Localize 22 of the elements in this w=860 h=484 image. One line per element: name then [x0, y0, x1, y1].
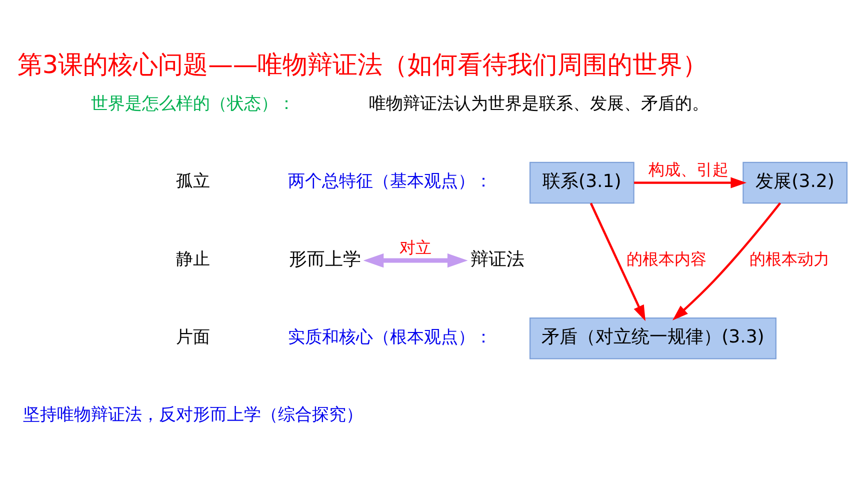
- arrow: [362, 252, 468, 268]
- label: 世界是怎么样的（状态）：: [90, 92, 294, 112]
- arrow: [589, 202, 645, 321]
- arrow: [634, 176, 746, 188]
- arrow: [672, 202, 781, 320]
- node-label: 两个总特征（基本观点）：: [288, 170, 492, 190]
- node-box: 矛盾（对立统一规律）(3.3): [528, 317, 776, 359]
- label: 孤立: [175, 170, 210, 190]
- label: 静止: [175, 248, 210, 268]
- diagram-title: 第3课的核心问题——唯物辩证法（如何看待我们周围的世界）: [16, 49, 708, 78]
- edge-label: 的根本动力: [748, 249, 829, 268]
- node-box: 联系(3.1): [528, 161, 634, 204]
- edge-label: 对立: [399, 237, 432, 256]
- node-text: 形而上学: [288, 248, 360, 270]
- edge-label: 构成、引起: [648, 160, 728, 179]
- label: 唯物辩证法认为世界是联系、发展、矛盾的。: [368, 92, 709, 112]
- label: 坚持唯物辩证法，反对形而上学（综合探究）: [22, 404, 362, 424]
- edge-label: 的根本内容: [626, 249, 706, 268]
- node-text: 辩证法: [470, 248, 524, 270]
- node-box: 发展(3.2): [742, 161, 848, 204]
- label: 片面: [175, 326, 210, 346]
- node-label: 实质和核心（根本观点）：: [288, 326, 492, 346]
